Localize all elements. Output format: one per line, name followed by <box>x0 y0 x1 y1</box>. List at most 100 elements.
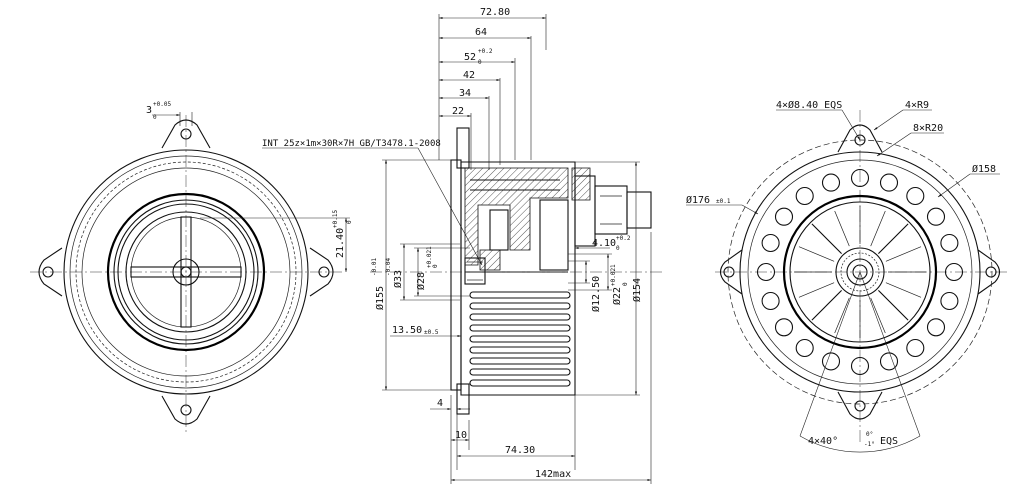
cooling-fin <box>469 313 571 321</box>
dim-13-50-tol: ±0.5 <box>424 329 439 336</box>
dim-d154: Ø154 <box>631 278 643 302</box>
main-rib <box>811 290 842 321</box>
lug-hole-top <box>180 128 192 140</box>
rear-angle-label: 4×40° <box>808 436 838 447</box>
dim-d28-tol-low: 0 <box>432 264 439 268</box>
connector-body <box>594 185 628 235</box>
front-ring-3 <box>81 167 291 377</box>
dim-34: 34 <box>459 88 471 99</box>
dim-72-80: 72.80 <box>480 7 510 18</box>
radial-fin <box>834 297 850 334</box>
dim-d28: Ø28 <box>415 272 427 290</box>
top-dims: 72.80 64 52 +0.2 0 42 34 22 <box>438 7 547 170</box>
vent-hole <box>879 173 899 192</box>
front-ring-4 <box>113 199 259 345</box>
hub-outer <box>835 247 885 297</box>
dim-52-tol-up: +0.2 <box>478 48 493 55</box>
spline-spec-label: INT 25z×1m×30R×7H GB/T3478.1-2008 <box>262 139 441 149</box>
vent-holes <box>756 168 964 376</box>
dim-42: 42 <box>463 70 475 81</box>
vent-hole <box>761 291 780 311</box>
housing-section-upper <box>464 167 569 266</box>
bearing-section <box>479 249 501 271</box>
bottom-dims: 4 10 74.30 142max <box>430 232 652 484</box>
cooling-fin <box>469 335 571 343</box>
rear-angle-eqs: EQS <box>880 436 898 447</box>
vent-hole <box>761 233 780 253</box>
flange-plate <box>450 159 462 391</box>
dim-52-tol-low: 0 <box>478 59 482 66</box>
notch-tol-low: 0 <box>153 114 157 121</box>
vent-hole <box>821 352 841 371</box>
dim-64: 64 <box>475 27 487 38</box>
cooling-fin <box>469 291 571 299</box>
dim-d22-tol-up: +0.021 <box>610 264 617 286</box>
dim-52: 52 <box>464 52 476 63</box>
dim-10: 10 <box>455 430 467 441</box>
dim-d22-tol-low: 0 <box>622 282 629 286</box>
dim-d33: Ø33 <box>392 270 404 288</box>
rear-lug-hole-right <box>985 266 997 278</box>
vent-hole <box>795 186 814 206</box>
rear-angle-tol-low: -1° <box>864 441 875 448</box>
hub-mid <box>846 258 874 286</box>
offset-label: 21.40 <box>335 228 346 258</box>
wheel-bore <box>180 266 192 278</box>
radial-fin <box>870 297 886 334</box>
vent-hole <box>906 338 925 358</box>
vent-hole <box>821 173 841 192</box>
rear-lug-hole-left <box>723 266 735 278</box>
rotor-block <box>539 199 569 271</box>
vent-hole <box>906 186 925 206</box>
lug-top <box>161 119 211 149</box>
radial-fins <box>794 206 926 338</box>
front-ring-outer <box>63 149 309 395</box>
rear-r9-label: 4×R9 <box>905 100 929 111</box>
dim-22: 22 <box>452 106 464 117</box>
radial-fin <box>885 282 922 298</box>
rear-r20-label: 8×R20 <box>913 123 943 134</box>
hub-spline <box>840 252 880 292</box>
cooling-fins <box>469 291 571 387</box>
dim-d28-tol-up: +0.021 <box>426 246 433 268</box>
rear-ring-2 <box>747 159 973 385</box>
vent-hole <box>850 356 870 376</box>
vent-hole <box>756 262 776 282</box>
hub-bore <box>852 264 868 280</box>
radial-fin <box>834 210 850 247</box>
vent-hole <box>926 318 946 337</box>
dim-142max: 142max <box>535 469 571 480</box>
diameter-dims: Ø155 -0.01 -0.04 Ø33 Ø28 +0.021 0 Ø12.50… <box>371 159 643 396</box>
wheel-rim-outer <box>125 211 247 333</box>
rear-ring-3 <box>789 201 931 343</box>
gear-block <box>489 209 509 251</box>
section-body <box>450 127 652 415</box>
rear-lug-hole-bottom <box>854 400 866 412</box>
main-rib <box>811 223 842 254</box>
offset-tol-low: 0 <box>346 220 353 224</box>
dim-d155-tol-low: -0.04 <box>385 258 392 276</box>
lug-left <box>38 247 63 297</box>
cooling-fin <box>469 379 571 387</box>
dim-d22: Ø22 <box>611 287 623 305</box>
rear-angle-tol-up: 0° <box>866 431 873 438</box>
rear-lug-bottom <box>837 391 883 420</box>
lug-hole-left <box>42 266 54 278</box>
section-view: 72.80 64 52 +0.2 0 42 34 22 INT 25z×1m×3… <box>262 7 665 484</box>
dim-4-10-tol-up: +0.2 <box>616 235 631 242</box>
rear-lug-right <box>977 249 1001 295</box>
rear-ring-outer <box>739 151 981 393</box>
front-ring-teeth <box>75 161 297 383</box>
lug-hole-right <box>318 266 330 278</box>
radial-fin <box>870 210 886 247</box>
rear-d176-tol: ±0.1 <box>716 198 731 205</box>
cooling-fin <box>469 368 571 376</box>
dim-d155-tol-up: -0.01 <box>371 258 378 276</box>
radial-fin <box>798 282 835 298</box>
notch-width-label: 3 <box>146 105 152 116</box>
vent-hole <box>879 352 899 371</box>
dim-4-10-tol-low: 0 <box>616 245 620 252</box>
cooling-fin <box>469 302 571 310</box>
